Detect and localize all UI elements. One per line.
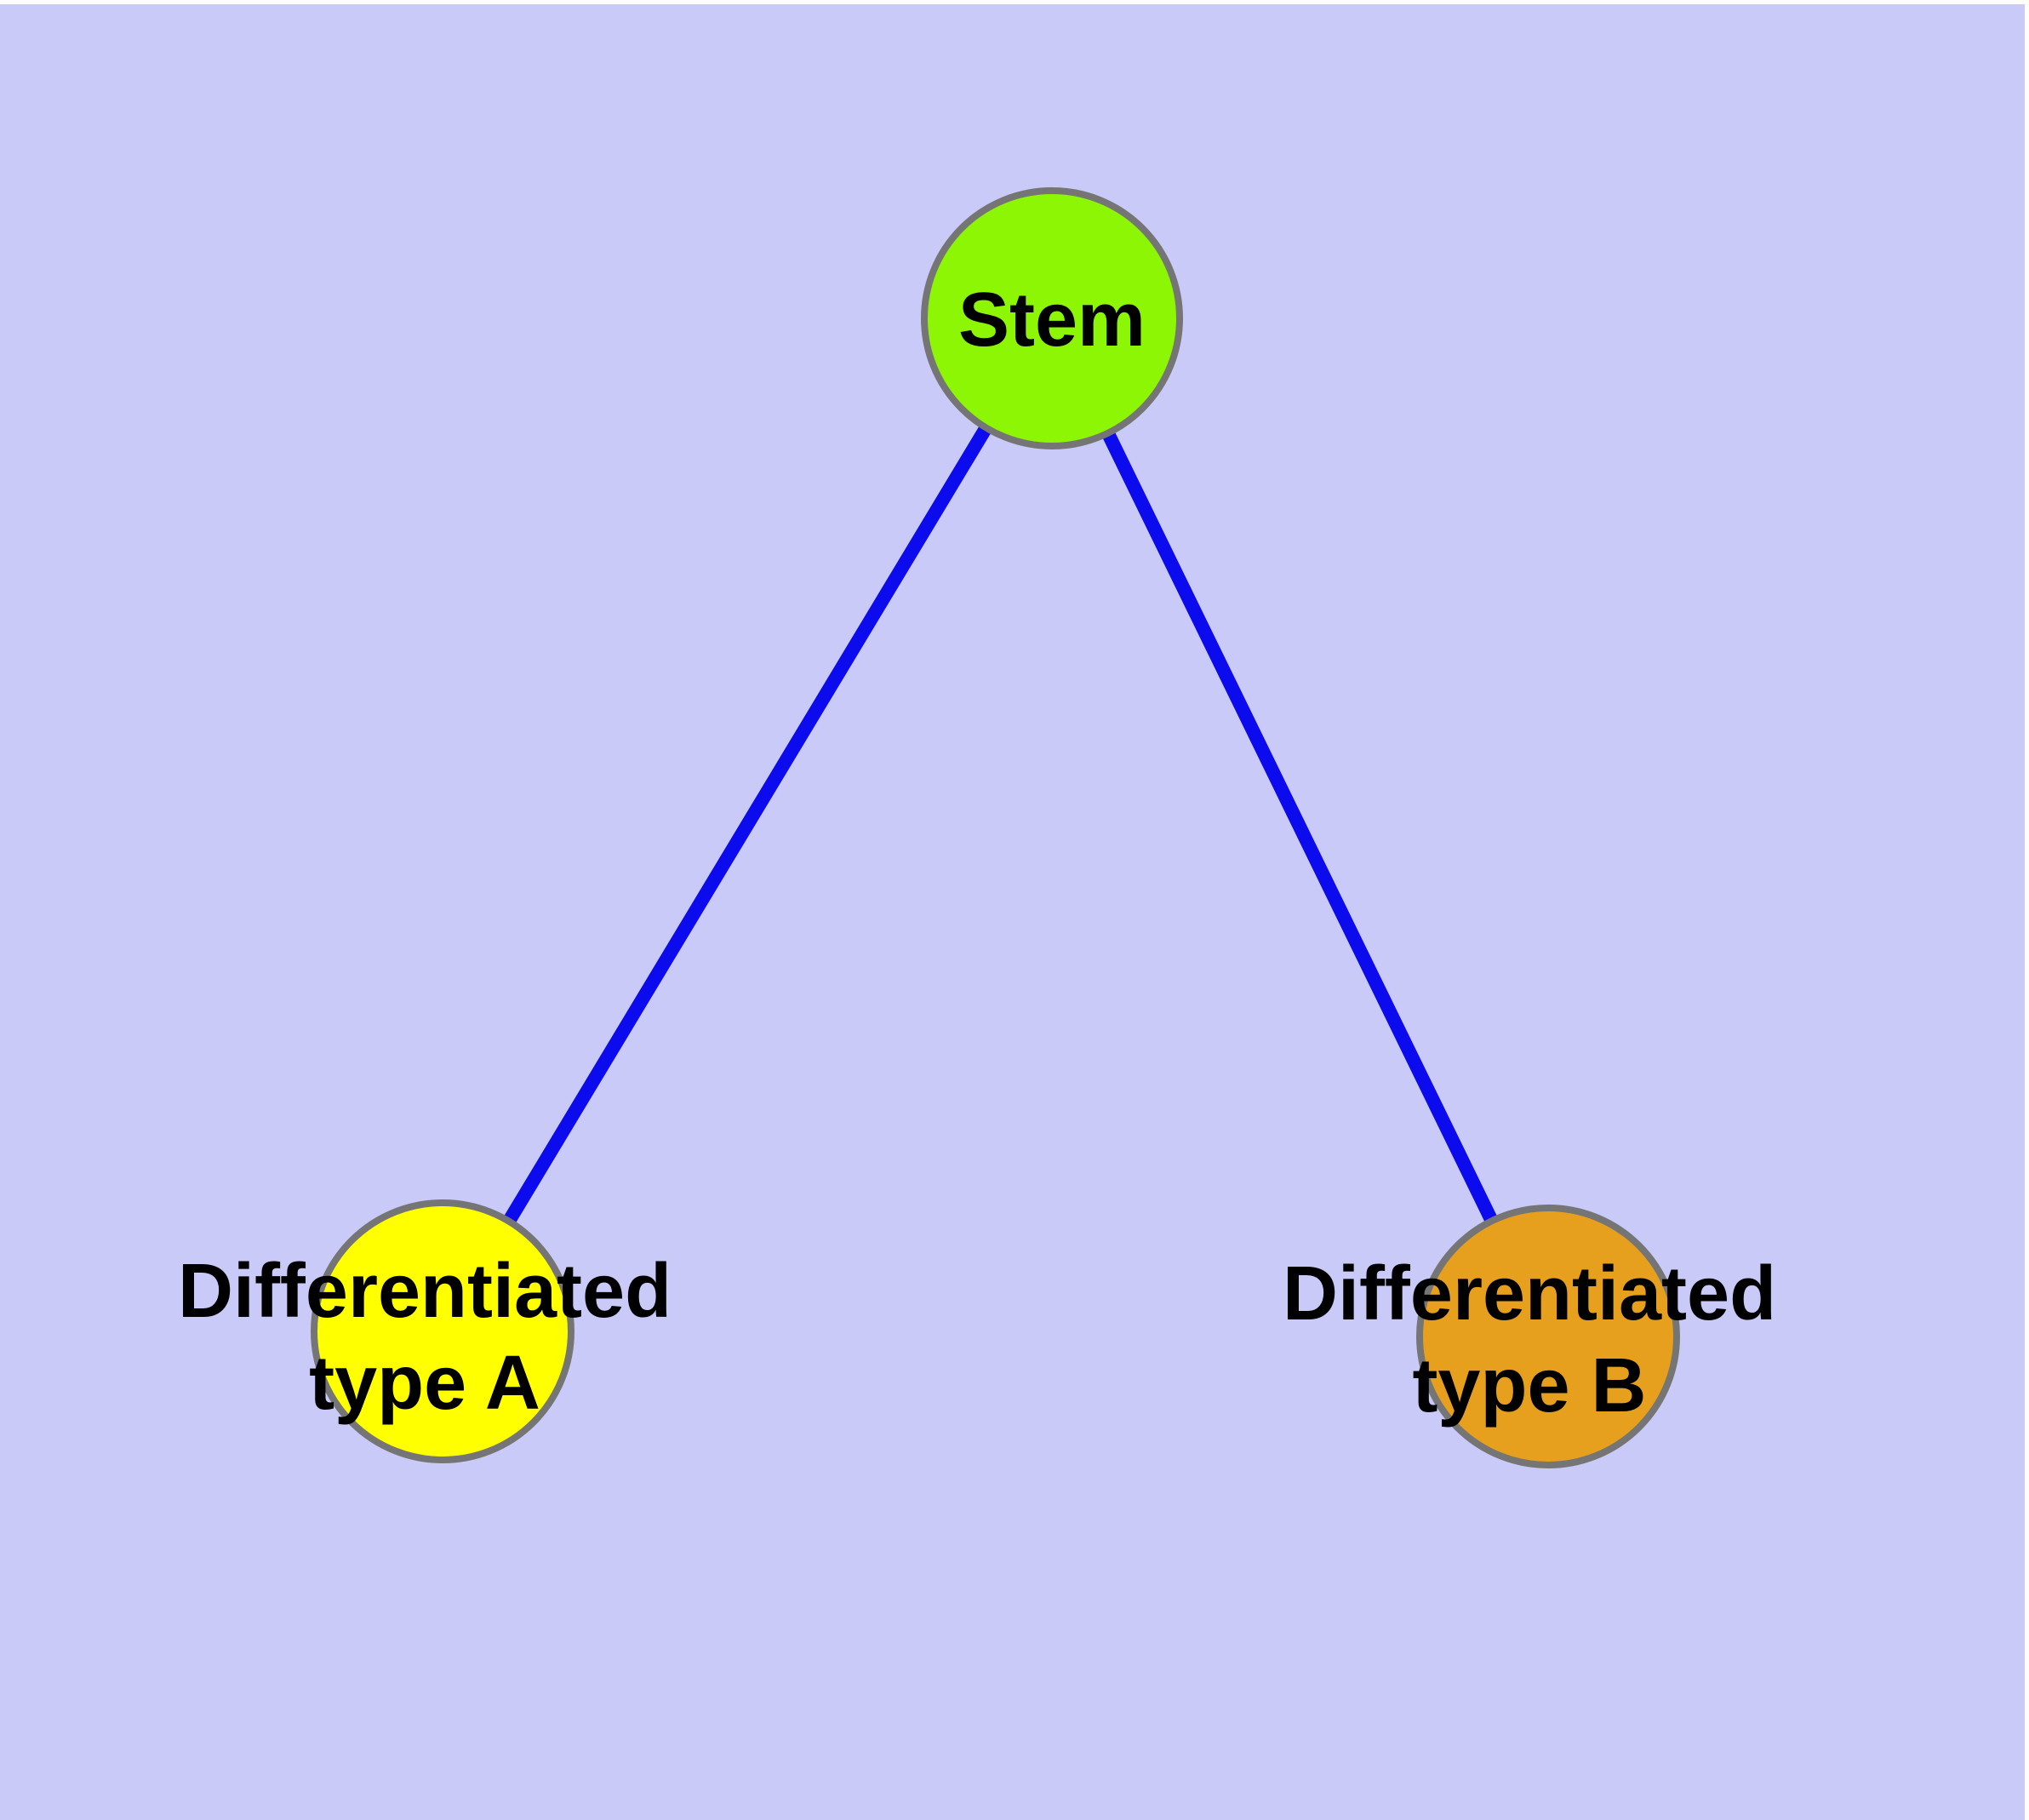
node-label-differentiated-type-b: Differentiated type B bbox=[1282, 1251, 1777, 1428]
edge-stem-to-type-b bbox=[1045, 315, 1555, 1340]
node-differentiated-type-a bbox=[311, 1199, 574, 1463]
node-label-differentiated-type-a: Differentiated type A bbox=[177, 1249, 672, 1426]
node-differentiated-type-b bbox=[1416, 1205, 1680, 1468]
node-label-stem: Stem bbox=[957, 278, 1146, 363]
edge-stem-to-type-a bbox=[437, 314, 1058, 1336]
node-stem bbox=[921, 187, 1183, 449]
